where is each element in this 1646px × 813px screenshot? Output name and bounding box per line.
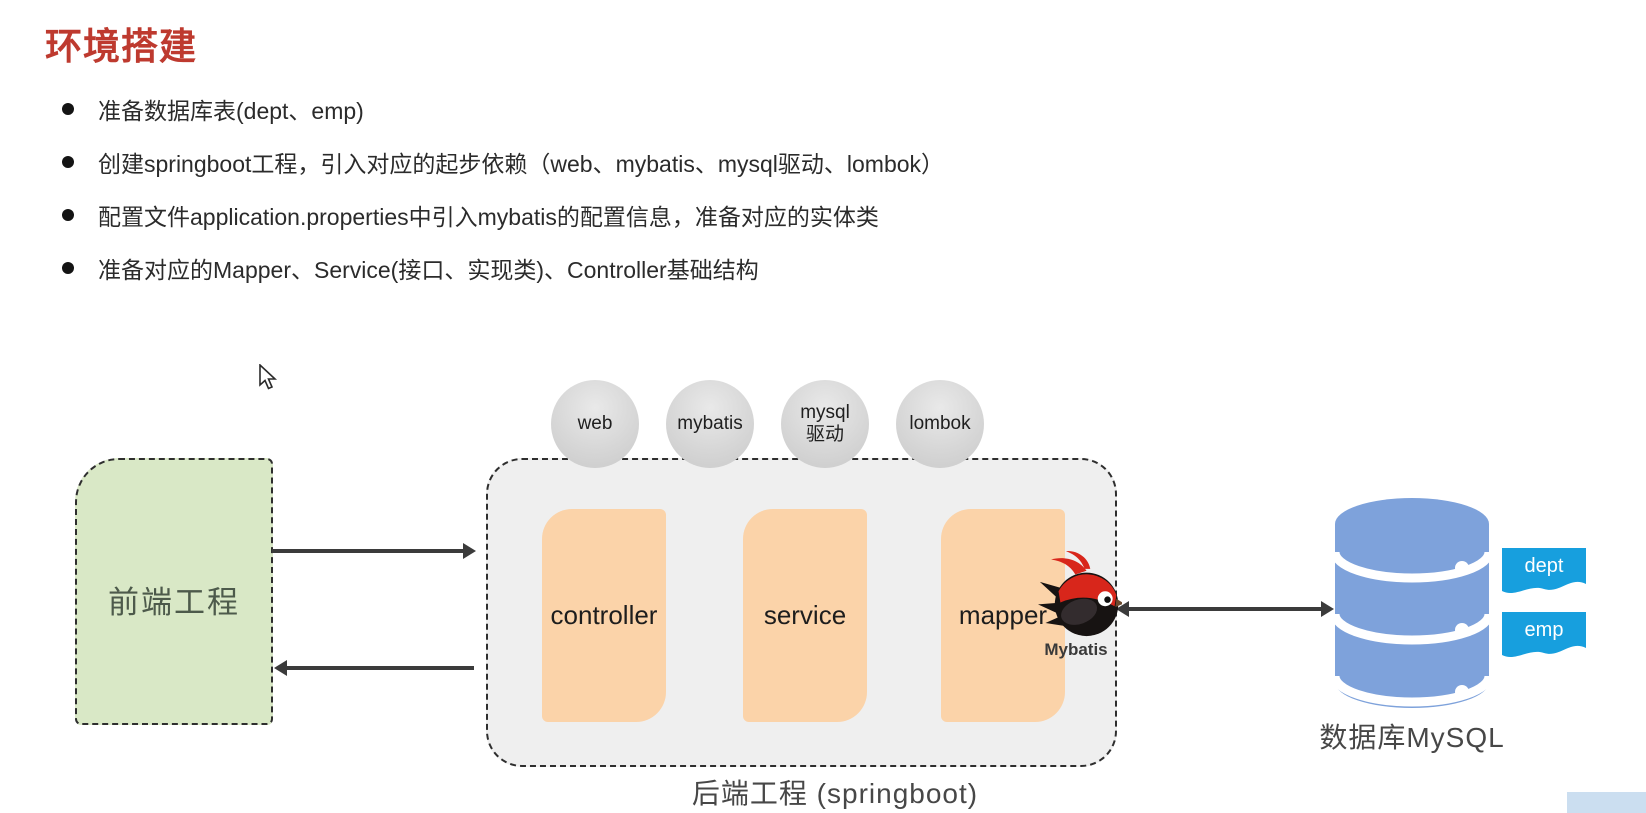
bullet-text: 准备对应的Mapper、Service(接口、实现类)、Controller基础…: [98, 257, 759, 283]
layer-label: mapper: [958, 600, 1048, 630]
dependency-circle-web: web: [551, 380, 639, 468]
table-tag-dept: dept: [1502, 548, 1586, 604]
layer-card-controller: controller: [542, 509, 666, 722]
mapper-database-arrow-icon: [1116, 601, 1334, 617]
layer-card-service: service: [743, 509, 867, 722]
bullet-text: 准备数据库表(dept、emp): [98, 98, 364, 124]
dependency-label: mybatis: [677, 413, 743, 434]
bullet-icon: [62, 262, 74, 274]
dependency-circle-mybatis: mybatis: [666, 380, 754, 468]
mouse-cursor-icon: [259, 364, 278, 390]
database-icon: [1330, 498, 1494, 708]
bullet-text: 创建springboot工程，引入对应的起步依赖（web、mybatis、mys…: [98, 151, 945, 177]
bullet-icon: [62, 209, 74, 221]
table-tag-emp: emp: [1502, 612, 1586, 668]
layer-card-mapper: mapper: [941, 509, 1065, 722]
bullet-icon: [62, 156, 74, 168]
frontend-label: 前端工程: [108, 585, 240, 620]
bullet-list: 准备数据库表(dept、emp) 创建springboot工程，引入对应的起步依…: [62, 92, 944, 285]
flag-icon: [1502, 548, 1586, 594]
corner-overlay: [1567, 792, 1646, 813]
backend-caption: 后端工程 (springboot): [691, 778, 979, 809]
bullet-item: 准备对应的Mapper、Service(接口、实现类)、Controller基础…: [62, 251, 944, 285]
dependency-circle-lombok: lombok: [896, 380, 984, 468]
dependency-label: web: [577, 413, 613, 434]
dependency-label: mysql 驱动: [800, 402, 850, 445]
database-caption: 数据库MySQL: [1319, 722, 1505, 753]
backend-to-frontend-arrow-icon: [274, 660, 474, 676]
bullet-item: 配置文件application.properties中引入mybatis的配置信…: [62, 198, 944, 232]
dependency-circle-mysql-driver: mysql 驱动: [781, 380, 869, 468]
mybatis-logo-label: Mybatis: [1044, 640, 1108, 659]
bullet-text: 配置文件application.properties中引入mybatis的配置信…: [98, 204, 879, 230]
mybatis-logo-icon: [1038, 551, 1122, 637]
frontend-box: 前端工程: [75, 458, 273, 725]
flag-icon: [1502, 612, 1586, 658]
bullet-icon: [62, 103, 74, 115]
table-name: emp: [1524, 619, 1564, 641]
table-name: dept: [1524, 555, 1564, 577]
bullet-item: 创建springboot工程，引入对应的起步依赖（web、mybatis、mys…: [62, 145, 944, 179]
page-title: 环境搭建: [45, 26, 197, 67]
dependency-label: lombok: [909, 413, 971, 434]
layer-label: service: [763, 600, 847, 630]
frontend-to-backend-arrow-icon: [272, 543, 476, 559]
layer-label: controller: [550, 600, 658, 630]
bullet-item: 准备数据库表(dept、emp): [62, 92, 944, 126]
